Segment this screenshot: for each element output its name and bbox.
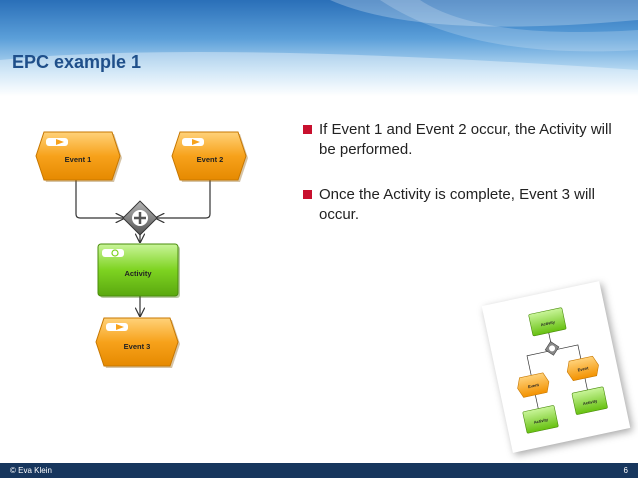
event-1-shape: Event 1 xyxy=(35,131,122,182)
thumbnail-activity-top-label: Activity xyxy=(540,319,556,327)
thumbnail-activity-bottom-left-label: Activity xyxy=(533,417,549,425)
slide-header-banner: EPC example 1 xyxy=(0,0,638,96)
split-epc-thumbnail: Activity Event Event Activity Activity xyxy=(481,281,631,453)
thumbnail-diagram: Activity Event Event Activity Activity xyxy=(517,307,608,434)
activity-shape: Activity xyxy=(97,243,180,298)
event-2-label: Event 2 xyxy=(197,155,224,164)
thumbnail-activity-top: Activity xyxy=(528,307,567,337)
event-icon xyxy=(46,138,68,146)
event-1-label: Event 1 xyxy=(65,155,92,164)
event-2-shape: Event 2 xyxy=(171,131,248,182)
footer-copyright: © Eva Klein xyxy=(10,466,52,475)
bullet-item: Once the Activity is complete, Event 3 w… xyxy=(303,185,623,225)
bullet-item: If Event 1 and Event 2 occur, the Activi… xyxy=(303,120,623,160)
slide-footer: © Eva Klein 6 xyxy=(0,463,638,478)
thumbnail-xor-gateway xyxy=(544,341,560,356)
bullet-text: Once the Activity is complete, Event 3 w… xyxy=(319,186,595,223)
activity-label: Activity xyxy=(124,269,152,278)
thumbnail-event-right-label: Event xyxy=(577,365,589,372)
thumbnail-event-left: Event xyxy=(517,372,550,398)
header-swoosh-graphic xyxy=(0,0,638,96)
thumbnail-event-left-label: Event xyxy=(528,382,540,389)
epc-diagram: Event 1 Event 2 Activity Event xyxy=(35,131,248,368)
thumbnail-activity-bottom-left: Activity xyxy=(522,405,559,434)
bullet-text: If Event 1 and Event 2 occur, the Activi… xyxy=(319,121,612,158)
event-icon xyxy=(182,138,204,146)
event-icon xyxy=(106,323,128,331)
event-3-shape: Event 3 xyxy=(95,317,180,368)
and-connector-gateway xyxy=(122,200,158,236)
thumbnail-connectors xyxy=(526,332,588,409)
event-3-label: Event 3 xyxy=(124,342,151,351)
thumbnail-activity-bottom-right: Activity xyxy=(571,386,608,415)
thumbnail-activity-bottom-right-label: Activity xyxy=(582,398,598,406)
square-bullet-icon xyxy=(303,125,312,134)
slide-title: EPC example 1 xyxy=(12,52,142,72)
thumbnail-event-right: Event xyxy=(566,355,599,382)
function-icon xyxy=(102,249,124,257)
footer-page-number: 6 xyxy=(623,466,628,475)
bullet-list: If Event 1 and Event 2 occur, the Activi… xyxy=(303,120,623,250)
square-bullet-icon xyxy=(303,190,312,199)
